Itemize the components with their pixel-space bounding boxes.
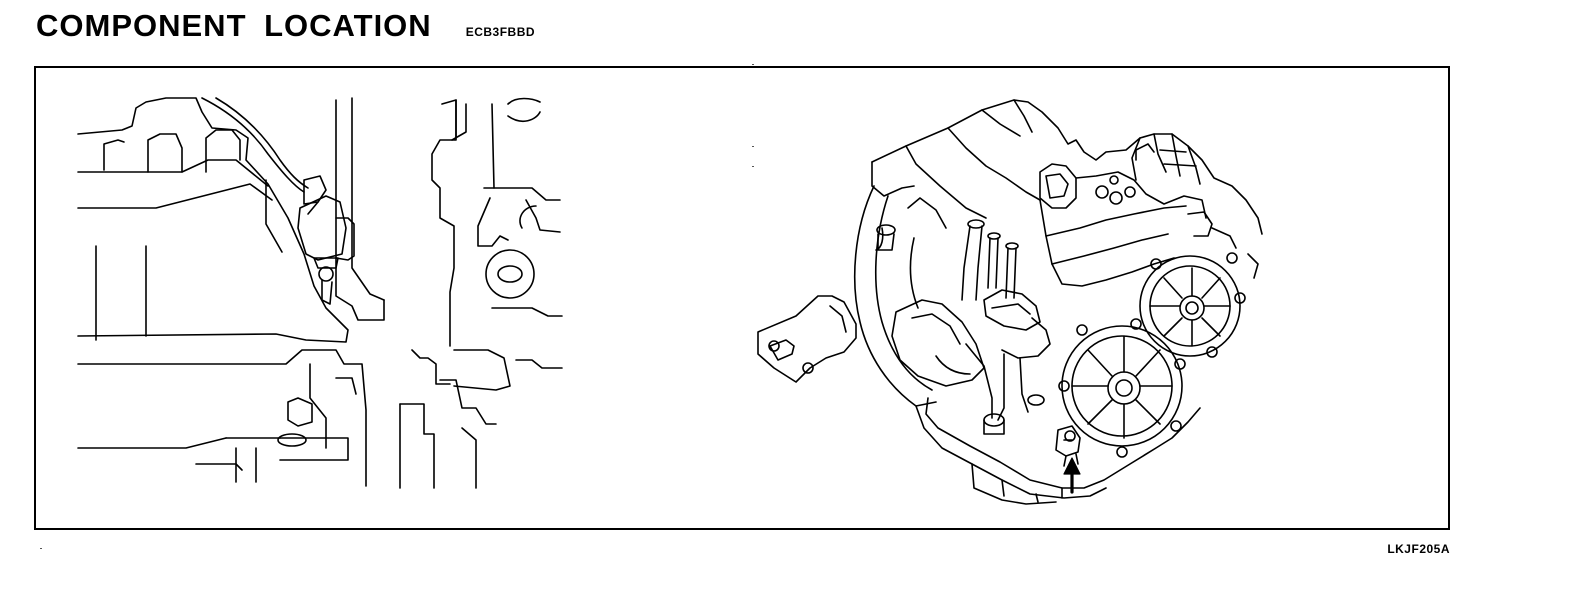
- scan-speck: [752, 146, 754, 147]
- up-arrow-icon: [1063, 457, 1081, 494]
- header: COMPONENT LOCATION ECB3FBBD: [36, 8, 535, 44]
- document-code: ECB3FBBD: [465, 25, 536, 39]
- figure-id: LKJF205A: [1387, 542, 1450, 556]
- figure-frame: [34, 66, 1450, 530]
- figure-illustration: [77, 97, 1263, 505]
- scan-speck: [752, 166, 754, 167]
- scan-speck: [40, 548, 42, 549]
- scan-speck: [752, 64, 754, 65]
- sensor-closeup-illustration: [77, 97, 563, 489]
- transaxle-illustration: [757, 99, 1263, 505]
- page-title: COMPONENT LOCATION: [36, 8, 432, 43]
